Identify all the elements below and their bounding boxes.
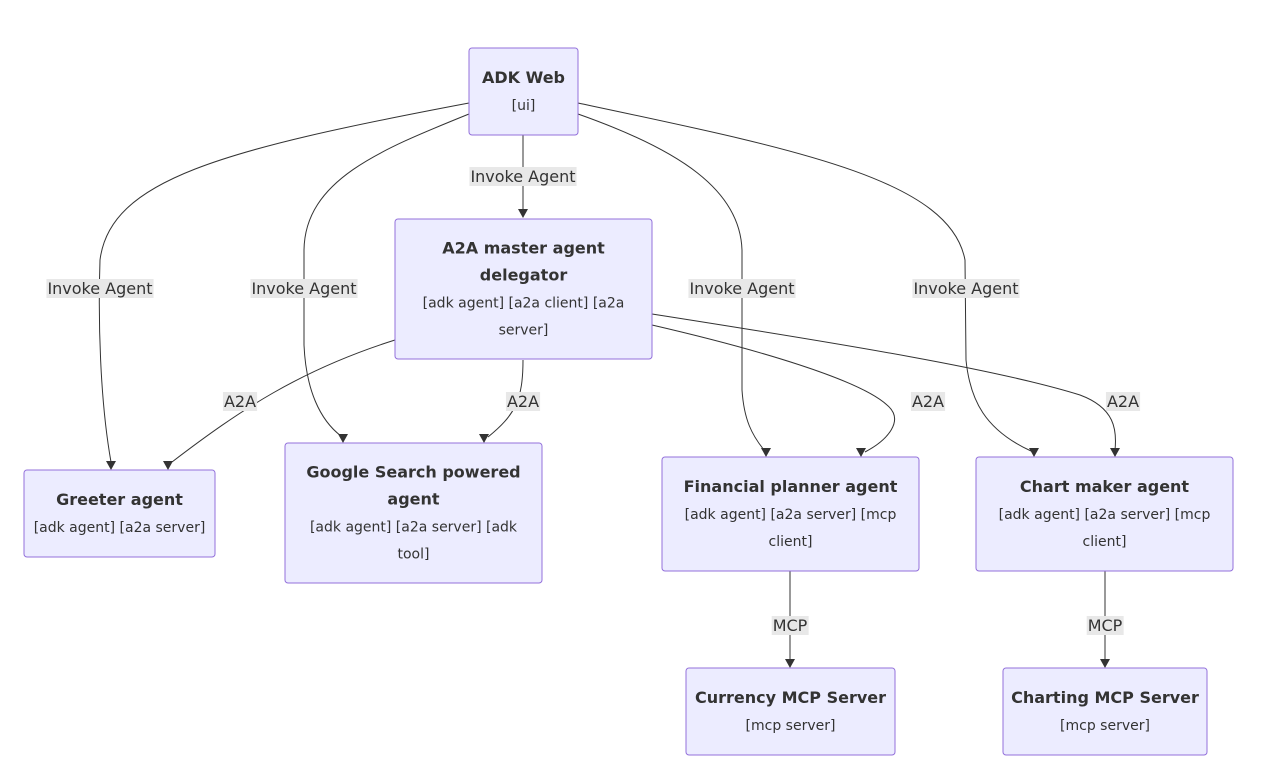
edge-label-bg xyxy=(910,392,946,411)
edge-label-bg xyxy=(46,279,154,298)
edge-label-bg xyxy=(250,279,358,298)
arrowhead-master-financial xyxy=(856,448,866,457)
edges-layer xyxy=(98,102,1120,668)
edge-label-web-master: Invoke Agent xyxy=(469,167,577,186)
arrowhead-web-financial xyxy=(761,448,771,457)
node-tags: client] xyxy=(1083,534,1127,550)
arrowhead-web-master xyxy=(518,209,528,218)
arrowhead-web-greeter xyxy=(106,461,116,470)
arrowhead-web-google xyxy=(338,434,348,443)
node-title: Currency MCP Server xyxy=(695,688,886,707)
node-tags: [mcp server] xyxy=(746,718,836,734)
node-box xyxy=(468,47,579,136)
edge-label-master-chart: A2A xyxy=(1105,392,1141,411)
node-master: A2A master agent delegator [adk agent] [a2… xyxy=(394,218,653,360)
edge-master-greeter xyxy=(171,339,396,463)
node-title: Charting MCP Server xyxy=(1011,688,1199,707)
node-title: delegator xyxy=(480,266,568,285)
edge-master-financial xyxy=(651,324,895,453)
node-title: Google Search powered xyxy=(306,463,520,482)
edge-label-text: Invoke Agent xyxy=(913,279,1018,298)
edge-label-text: A2A xyxy=(224,392,256,411)
nodes-layer: ADK Web [ui] A2A master agent delegator [adk… xyxy=(23,47,1234,756)
arrowhead-master-google xyxy=(479,434,489,443)
node-google: Google Search powered agent [adk agent] [a… xyxy=(284,442,543,584)
node-currency: Currency MCP Server [mcp server] xyxy=(685,667,896,756)
arrowhead-master-greeter xyxy=(163,461,173,470)
edge-label-text: MCP xyxy=(773,616,808,635)
node-tags: [adk agent] [a2a client] [a2a xyxy=(423,296,625,312)
edge-label-master-google: A2A xyxy=(505,392,541,411)
node-tags: [adk agent] [a2a server] xyxy=(34,520,206,536)
node-title: Greeter agent xyxy=(56,490,183,509)
edge-label-text: Invoke Agent xyxy=(251,279,356,298)
node-tags: [ui] xyxy=(512,98,536,114)
edge-web-chart xyxy=(577,102,1032,452)
arrowhead-web-chart xyxy=(1029,448,1039,457)
edge-label-bg xyxy=(688,279,796,298)
node-tags: [adk agent] [a2a server] [mcp xyxy=(999,507,1211,523)
node-chart: Chart maker agent [adk agent] [a2a server… xyxy=(975,456,1234,572)
edge-label-bg xyxy=(1086,616,1124,635)
arrowhead-financial-currency xyxy=(785,659,795,668)
edge-label-text: Invoke Agent xyxy=(689,279,794,298)
edge-master-chart xyxy=(651,313,1116,451)
edge-label-bg xyxy=(771,616,809,635)
edge-label-text: A2A xyxy=(507,392,539,411)
node-tags: tool] xyxy=(398,547,430,563)
node-title: ADK Web xyxy=(482,68,565,87)
node-charting: Charting MCP Server [mcp server] xyxy=(1002,667,1208,756)
edge-label-bg xyxy=(469,167,577,186)
edge-label-text: A2A xyxy=(1107,392,1139,411)
edge-label-bg xyxy=(912,279,1020,298)
edge-label-text: Invoke Agent xyxy=(470,167,575,186)
arrowhead-master-chart xyxy=(1110,448,1120,457)
node-box xyxy=(685,667,896,756)
edge-label-bg xyxy=(1105,392,1141,411)
node-box xyxy=(23,469,216,558)
node-financial: Financial planner agent [adk agent] [a2a … xyxy=(661,456,920,572)
node-box xyxy=(975,456,1234,572)
node-title: agent xyxy=(387,490,439,509)
edge-web-financial xyxy=(577,113,765,451)
node-tags: [mcp server] xyxy=(1060,718,1150,734)
node-title: Chart maker agent xyxy=(1020,477,1190,496)
edge-web-google xyxy=(303,113,470,437)
edge-label-web-chart: Invoke Agent xyxy=(912,279,1020,298)
node-tags: client] xyxy=(769,534,813,550)
node-box xyxy=(394,218,653,360)
edge-label-text: Invoke Agent xyxy=(47,279,152,298)
edge-label-web-greeter: Invoke Agent xyxy=(46,279,154,298)
edge-label-web-google: Invoke Agent xyxy=(250,279,358,298)
edge-label-master-financial: A2A xyxy=(910,392,946,411)
node-tags: server] xyxy=(499,323,549,339)
edge-label-chart-charting: MCP xyxy=(1086,616,1124,635)
edge-label-bg xyxy=(505,392,541,411)
edge-web-greeter xyxy=(98,102,470,463)
arrowhead-chart-charting xyxy=(1100,659,1110,668)
edge-label-bg xyxy=(222,392,258,411)
node-title: A2A master agent xyxy=(442,239,605,258)
node-box xyxy=(1002,667,1208,756)
edge-label-text: A2A xyxy=(912,392,944,411)
node-box xyxy=(661,456,920,572)
node-box xyxy=(284,442,543,584)
edge-label-financial-currency: MCP xyxy=(771,616,809,635)
node-greeter: Greeter agent [adk agent] [a2a server] xyxy=(23,469,216,558)
edge-label-text: MCP xyxy=(1088,616,1123,635)
node-adk-web: ADK Web [ui] xyxy=(468,47,579,136)
edge-label-web-financial: Invoke Agent xyxy=(688,279,796,298)
edge-label-master-greeter: A2A xyxy=(222,392,258,411)
node-tags: [adk agent] [a2a server] [adk xyxy=(310,520,518,536)
node-title: Financial planner agent xyxy=(684,477,898,496)
node-tags: [adk agent] [a2a server] [mcp xyxy=(685,507,897,523)
